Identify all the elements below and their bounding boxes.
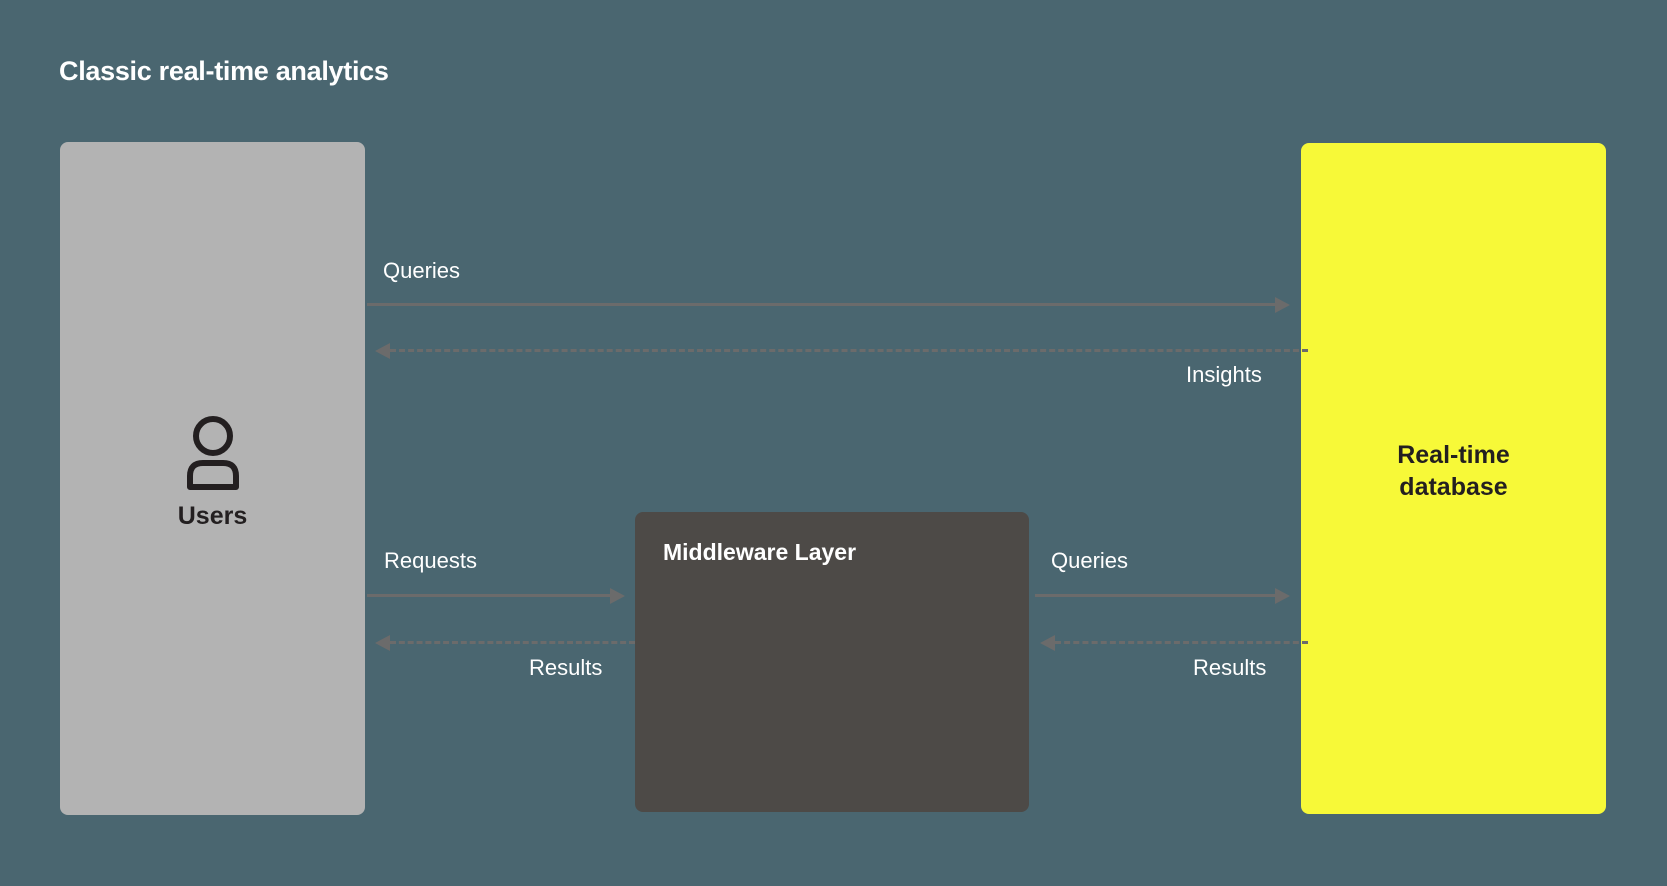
- node-middleware[interactable]: Middleware Layer: [635, 512, 1029, 812]
- node-users-label: Users: [177, 502, 248, 530]
- connector-label-results-left: Results: [529, 655, 603, 680]
- connector-label-queries-top: Queries: [383, 258, 461, 283]
- arrowhead-left-icon: [375, 635, 390, 651]
- connector-line: [390, 641, 635, 644]
- connector-label-insights: Insights: [1186, 362, 1262, 387]
- node-database-label: Real-time database: [1301, 439, 1606, 503]
- connector-line: [1055, 641, 1308, 644]
- connector-label-requests: Requests: [384, 548, 477, 573]
- arrowhead-left-icon: [1040, 635, 1055, 651]
- connector-line: [1035, 594, 1275, 597]
- connector-line: [367, 594, 610, 597]
- arrowhead-right-icon: [610, 588, 625, 604]
- node-database-label-line2: database: [1399, 473, 1508, 501]
- arrowhead-right-icon: [1275, 297, 1290, 313]
- users-content: Users: [60, 414, 365, 531]
- connector-line: [390, 349, 1308, 352]
- arrowhead-left-icon: [375, 343, 390, 359]
- page-title: Classic real-time analytics: [59, 56, 389, 86]
- user-icon: [186, 416, 239, 490]
- connector-label-results-right: Results: [1193, 655, 1267, 680]
- node-users[interactable]: Users: [60, 142, 365, 815]
- node-middleware-label: Middleware Layer: [663, 539, 857, 565]
- arrowhead-right-icon: [1275, 588, 1290, 604]
- connector-line: [367, 303, 1275, 306]
- node-database-label-line1: Real-time: [1397, 441, 1510, 469]
- node-database[interactable]: Real-time database: [1301, 143, 1606, 814]
- connector-label-queries-bottom: Queries: [1051, 548, 1129, 573]
